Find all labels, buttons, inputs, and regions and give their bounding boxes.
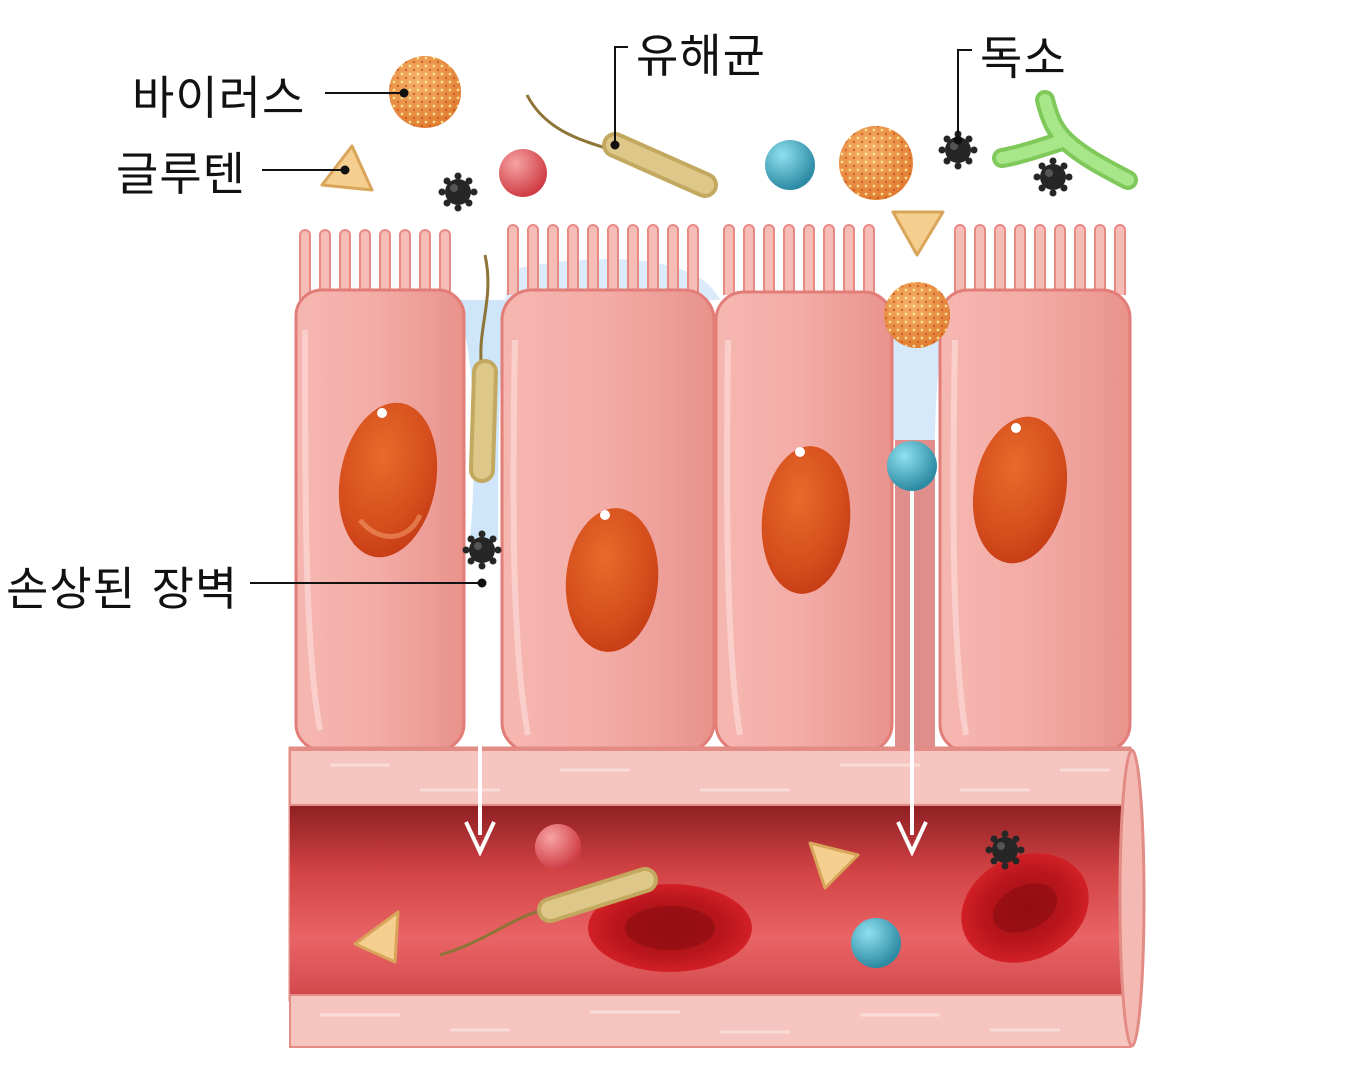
epithelial-cells [294,224,1132,754]
gluten-label: 글루텐 [116,147,246,201]
teal-particle-1 [765,140,815,190]
leader-lines [250,46,972,588]
toxin-label: 독소 [980,31,1067,85]
epithelial-cell-4 [938,224,1132,754]
green-toxin [992,90,1138,190]
virus-particle-1 [389,56,461,128]
gluten-particle-2 [891,210,945,257]
bacteria-2 [469,254,498,483]
toxin-particle-3 [1033,157,1073,197]
epithelial-cell-1 [294,229,466,752]
epithelial-cell-2 [500,224,716,754]
epithelial-cell-3 [714,224,894,754]
red-particle-1 [499,149,547,197]
teal-particle-2 [887,441,937,491]
leak-arrows [464,488,928,857]
gluten-particle-3 [808,841,860,890]
bacteria-1 [525,94,718,198]
gluten-particle-4 [353,910,400,964]
damaged-wall-label: 손상된 장벽 [6,562,239,616]
red-particle-2 [535,824,581,870]
virus-label: 바이러스 [132,71,306,125]
virus-particle-2 [839,126,913,200]
teal-particle-3 [851,918,901,968]
toxin-particle-1 [438,172,478,212]
bacteria-label: 유해균 [636,29,766,83]
blood-vessel [288,746,1146,1048]
bacteria-3 [439,867,658,957]
virus-particle-3 [884,282,950,348]
